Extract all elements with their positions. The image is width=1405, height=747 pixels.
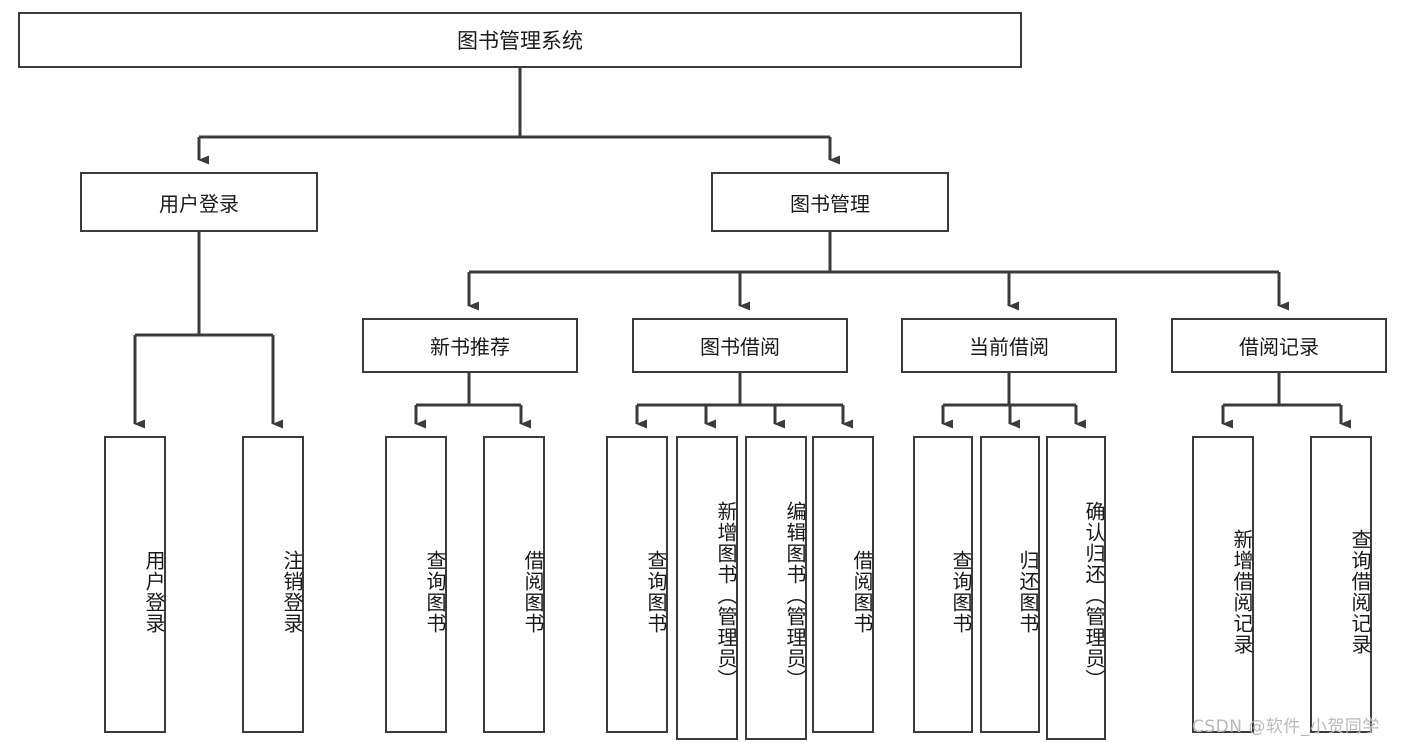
leaf-label: 查询图书	[644, 549, 668, 634]
leaf-label: 确认归还（管理员）	[1082, 500, 1106, 690]
leaf-borrow-record-add-record[interactable]: 新增借阅记录	[1192, 436, 1254, 733]
csdn-watermark: CSDN @软件_小贺同学	[1192, 717, 1380, 737]
leaf-label: 新增图书（管理员）	[714, 500, 738, 690]
leaf-new-book-query-book[interactable]: 查询图书	[385, 436, 447, 733]
leaf-user-login-logout[interactable]: 注销登录	[242, 436, 304, 733]
node-user-login[interactable]: 用户登录	[80, 172, 318, 232]
leaf-book-borrow-edit-book-admin[interactable]: 编辑图书（管理员）	[745, 436, 807, 740]
leaf-current-borrow-confirm-return-admin[interactable]: 确认归还（管理员）	[1046, 436, 1106, 740]
leaf-label: 新增借阅记录	[1230, 528, 1254, 655]
leaf-label: 用户登录	[142, 549, 166, 634]
leaf-label: 编辑图书（管理员）	[783, 500, 807, 690]
node-book-management[interactable]: 图书管理	[711, 172, 949, 232]
node-current-borrow-label: 当前借阅	[969, 335, 1049, 359]
node-borrow-record[interactable]: 借阅记录	[1171, 318, 1387, 373]
leaf-label: 查询借阅记录	[1348, 528, 1372, 655]
leaf-book-borrow-borrow-book[interactable]: 借阅图书	[812, 436, 874, 733]
node-root[interactable]: 图书管理系统	[18, 12, 1022, 68]
node-borrow-record-label: 借阅记录	[1239, 335, 1319, 359]
leaf-current-borrow-return-book[interactable]: 归还图书	[980, 436, 1040, 733]
leaf-book-borrow-add-book-admin[interactable]: 新增图书（管理员）	[676, 436, 738, 740]
node-book-management-label: 图书管理	[790, 191, 870, 216]
leaf-label: 注销登录	[280, 549, 304, 634]
node-book-borrow-label: 图书借阅	[700, 335, 780, 359]
leaf-label: 归还图书	[1016, 549, 1040, 634]
leaf-new-book-borrow-book[interactable]: 借阅图书	[483, 436, 545, 733]
leaf-label: 借阅图书	[521, 549, 545, 634]
leaf-borrow-record-query-record[interactable]: 查询借阅记录	[1310, 436, 1372, 733]
leaf-book-borrow-query-book[interactable]: 查询图书	[606, 436, 668, 733]
leaf-label: 查询图书	[949, 549, 973, 634]
leaf-label: 查询图书	[423, 549, 447, 634]
node-user-login-label: 用户登录	[159, 191, 239, 216]
node-new-book-recommend-label: 新书推荐	[430, 335, 510, 359]
leaf-label: 借阅图书	[850, 549, 874, 634]
node-root-label: 图书管理系统	[457, 29, 583, 53]
node-book-borrow[interactable]: 图书借阅	[632, 318, 848, 373]
leaf-current-borrow-query-book[interactable]: 查询图书	[913, 436, 973, 733]
node-new-book-recommend[interactable]: 新书推荐	[362, 318, 578, 373]
leaf-user-login-login[interactable]: 用户登录	[104, 436, 166, 733]
node-current-borrow[interactable]: 当前借阅	[901, 318, 1117, 373]
